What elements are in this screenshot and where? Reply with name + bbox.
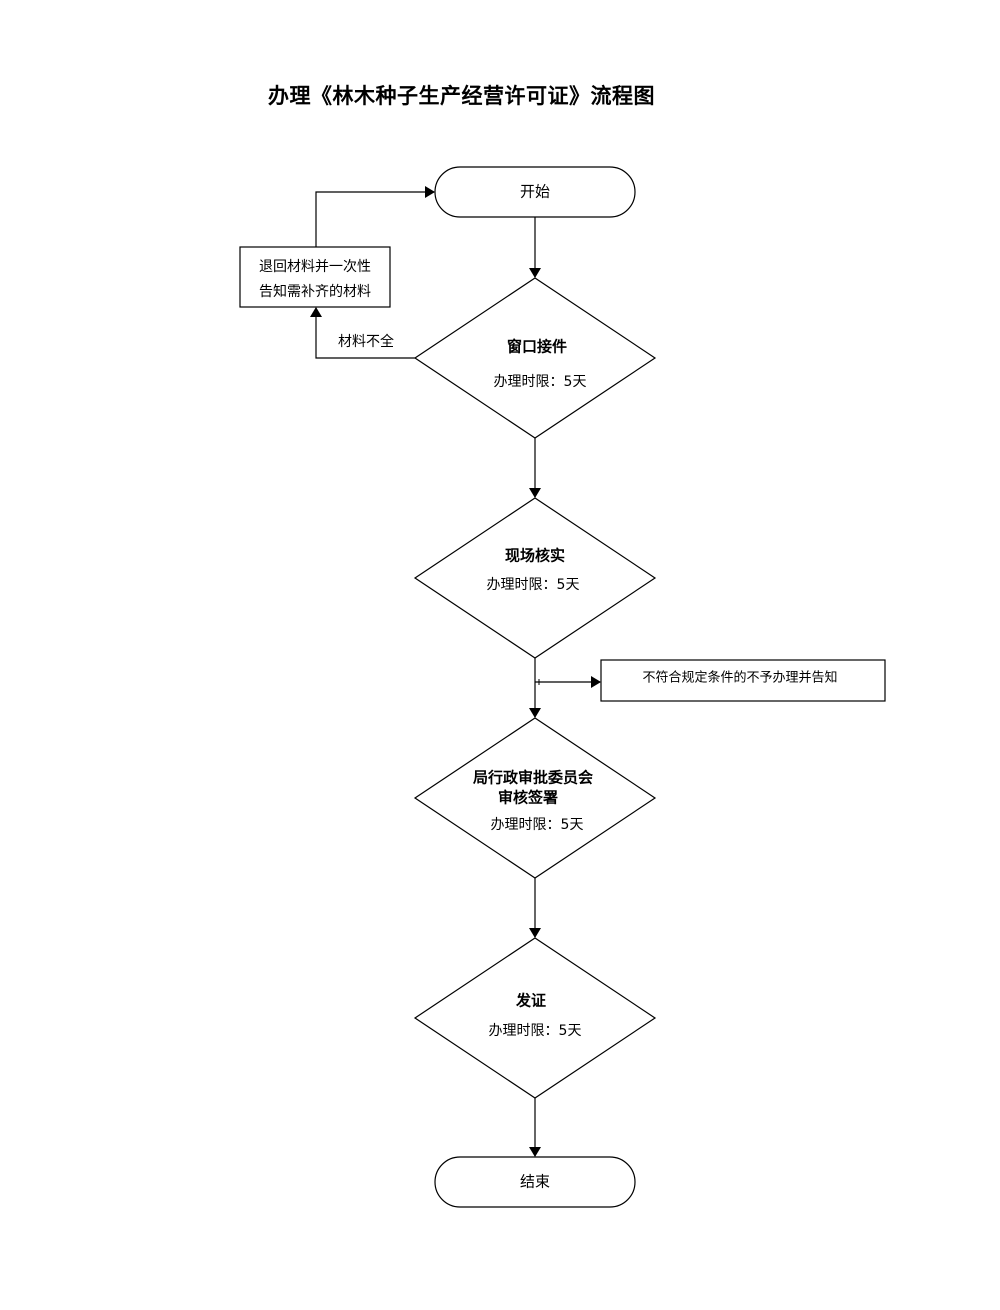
end-terminal <box>434 1156 636 1208</box>
issue-decision <box>413 937 657 1099</box>
incomplete-edge-label: 材料不全 <box>338 334 394 350</box>
end-label: 结束 <box>519 1172 551 1191</box>
reception-decision <box>413 277 657 439</box>
committee-time: 办理时限：5天 <box>490 817 584 833</box>
arrow-return-to-start <box>315 186 435 247</box>
return-box-line2: 告知需补齐的材料 <box>259 284 371 300</box>
return-materials-box <box>239 246 391 308</box>
committee-title-line2: 审核签署 <box>497 788 559 807</box>
issue-time: 办理时限：5天 <box>488 1023 582 1039</box>
issue-title: 发证 <box>515 991 547 1010</box>
committee-title-line1: 局行政审批委员会 <box>472 768 594 787</box>
return-box-line1: 退回材料并一次性 <box>259 259 371 275</box>
arrow-incomplete-to-return <box>310 307 415 359</box>
start-label: 开始 <box>519 182 551 201</box>
page-title: 办理《林木种子生产经营许可证》流程图 <box>268 83 655 108</box>
reject-box-label: 不符合规定条件的不予办理并告知 <box>642 670 838 686</box>
reception-time: 办理时限：5天 <box>493 374 587 390</box>
inspection-title: 现场核实 <box>504 546 566 565</box>
reject-notice-box <box>600 659 886 702</box>
inspection-time: 办理时限：5天 <box>486 577 580 593</box>
reception-title: 窗口接件 <box>506 337 568 356</box>
